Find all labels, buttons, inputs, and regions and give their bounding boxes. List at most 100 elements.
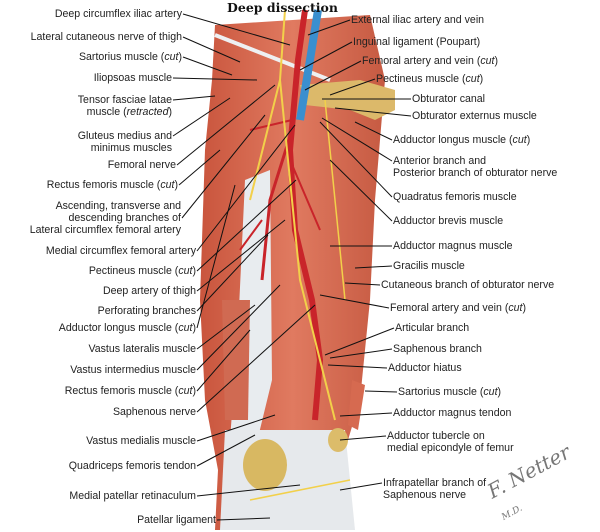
label-tail: ) bbox=[178, 51, 182, 63]
label-tail: ) bbox=[494, 55, 499, 67]
leader-line bbox=[339, 412, 393, 417]
leader-line bbox=[172, 77, 258, 81]
left-label: Medial patellar retinaculum bbox=[69, 490, 196, 502]
leader-line bbox=[178, 149, 221, 186]
vastus-lateralis bbox=[222, 300, 250, 420]
deep-artery bbox=[260, 129, 294, 281]
leader-line bbox=[319, 294, 390, 309]
right-label: Femoral artery and vein (cut) bbox=[390, 302, 526, 314]
label-emphasis: cut bbox=[483, 386, 498, 398]
leader-line bbox=[196, 124, 296, 252]
label-text: Sartorius muscle ( bbox=[78, 51, 165, 63]
left-label: Saphenous nerve bbox=[113, 406, 196, 418]
label-emphasis: retracted bbox=[126, 106, 169, 118]
right-label: Pectineus muscle (cut) bbox=[376, 73, 483, 85]
label-text: Sartorius muscle ( bbox=[398, 386, 484, 398]
label-text: Adductor longus muscle ( bbox=[393, 134, 513, 146]
left-label: Rectus femoris muscle (cut) bbox=[65, 385, 196, 397]
leader-line bbox=[196, 304, 256, 350]
label-emphasis: cut bbox=[178, 385, 193, 397]
left-label: Sartorius muscle (cut) bbox=[79, 51, 182, 63]
label-text: Pectineus muscle ( bbox=[88, 265, 179, 277]
leader-line bbox=[307, 19, 351, 36]
label-text: External iliac artery and vein bbox=[351, 14, 485, 26]
label-text: Gracilis muscle bbox=[393, 260, 465, 272]
label-text: medial epicondyle of femur bbox=[387, 442, 514, 454]
label-text: Vastus medialis muscle bbox=[86, 435, 196, 447]
patella bbox=[243, 439, 287, 491]
label-emphasis: cut bbox=[512, 134, 527, 146]
label-tail: ) bbox=[479, 73, 484, 85]
leader-line bbox=[339, 482, 383, 491]
label-text: Cutaneous branch of obturator nerve bbox=[381, 279, 555, 291]
leader-line bbox=[196, 484, 301, 497]
leader-line bbox=[344, 282, 381, 286]
left-label: Vastus lateralis muscle bbox=[88, 343, 196, 355]
label-text: Rectus femoris muscle ( bbox=[64, 385, 179, 397]
label-text: Anterior branch and bbox=[393, 155, 487, 167]
leader-line bbox=[172, 95, 216, 101]
figure-title: Deep dissection bbox=[227, 0, 338, 15]
label-text: Quadriceps femoris tendon bbox=[68, 460, 196, 472]
label-emphasis: cut bbox=[178, 322, 193, 334]
right-label: Articular branch bbox=[395, 322, 469, 334]
leader-line bbox=[327, 364, 388, 369]
leader-line bbox=[196, 219, 286, 292]
label-text: Adductor longus muscle ( bbox=[58, 322, 179, 334]
label-text: Deep artery of thigh bbox=[102, 285, 196, 297]
leader-line bbox=[354, 265, 393, 269]
label-text: Femoral artery and vein ( bbox=[390, 302, 509, 314]
right-label: Sartorius muscle (cut) bbox=[398, 386, 501, 398]
right-label: Inguinal ligament (Poupart) bbox=[353, 36, 480, 48]
right-label: Gracilis muscle bbox=[393, 260, 465, 272]
leader-line bbox=[329, 348, 393, 359]
label-text: Infrapatellar branch of bbox=[383, 477, 487, 489]
right-label: Femoral artery and vein (cut) bbox=[362, 55, 498, 67]
right-label: Adductor hiatus bbox=[388, 362, 462, 374]
saphenous-nerve-branch bbox=[249, 479, 351, 501]
label-text: Perforating branches bbox=[97, 305, 196, 317]
label-tail: ) bbox=[522, 302, 527, 314]
femoral-nerve bbox=[249, 9, 336, 421]
left-label: Pectineus muscle (cut) bbox=[89, 265, 196, 277]
label-text: muscle ( bbox=[86, 106, 127, 118]
left-label: Adductor longus muscle (cut) bbox=[59, 322, 196, 334]
label-emphasis: cut bbox=[178, 265, 193, 277]
label-tail: ) bbox=[192, 265, 196, 277]
label-tail: ) bbox=[526, 134, 531, 146]
left-label: Deep artery of thigh bbox=[103, 285, 196, 297]
medial-epicondyle bbox=[328, 428, 348, 452]
left-label: Medial circumflex femoral artery bbox=[46, 245, 196, 257]
label-emphasis: cut bbox=[164, 51, 179, 63]
label-text: minimus muscles bbox=[90, 142, 172, 154]
left-label: Vastus medialis muscle bbox=[86, 435, 196, 447]
label-tail: ) bbox=[174, 179, 178, 191]
label-text: Medial circumflex femoral artery bbox=[45, 245, 196, 257]
leader-line bbox=[299, 41, 353, 71]
left-label: Rectus femoris muscle (cut) bbox=[47, 179, 178, 191]
right-label: Quadratus femoris muscle bbox=[393, 191, 517, 203]
leader-line bbox=[354, 121, 393, 141]
label-text: Femoral artery and vein ( bbox=[362, 55, 481, 67]
right-label: Adductor magnus muscle bbox=[393, 240, 513, 252]
leader-line bbox=[196, 304, 316, 413]
leader-line bbox=[196, 329, 251, 392]
right-label: Adductor longus muscle (cut) bbox=[393, 134, 530, 146]
label-tail: ) bbox=[168, 106, 172, 118]
label-tail: ) bbox=[497, 386, 502, 398]
label-text: Vastus intermedius muscle bbox=[70, 364, 196, 376]
right-label: Adductor magnus tendon bbox=[393, 407, 511, 419]
label-emphasis: cut bbox=[480, 55, 495, 67]
leader-line bbox=[196, 434, 256, 467]
label-text: Posterior branch of obturator nerve bbox=[393, 167, 558, 179]
label-text: Patellar ligament bbox=[137, 514, 216, 526]
femoral-vein bbox=[296, 9, 322, 121]
leader-line bbox=[329, 78, 376, 96]
right-label: Obturator canal bbox=[412, 93, 485, 105]
label-emphasis: cut bbox=[160, 179, 175, 191]
left-label: Vastus intermedius muscle bbox=[70, 364, 196, 376]
